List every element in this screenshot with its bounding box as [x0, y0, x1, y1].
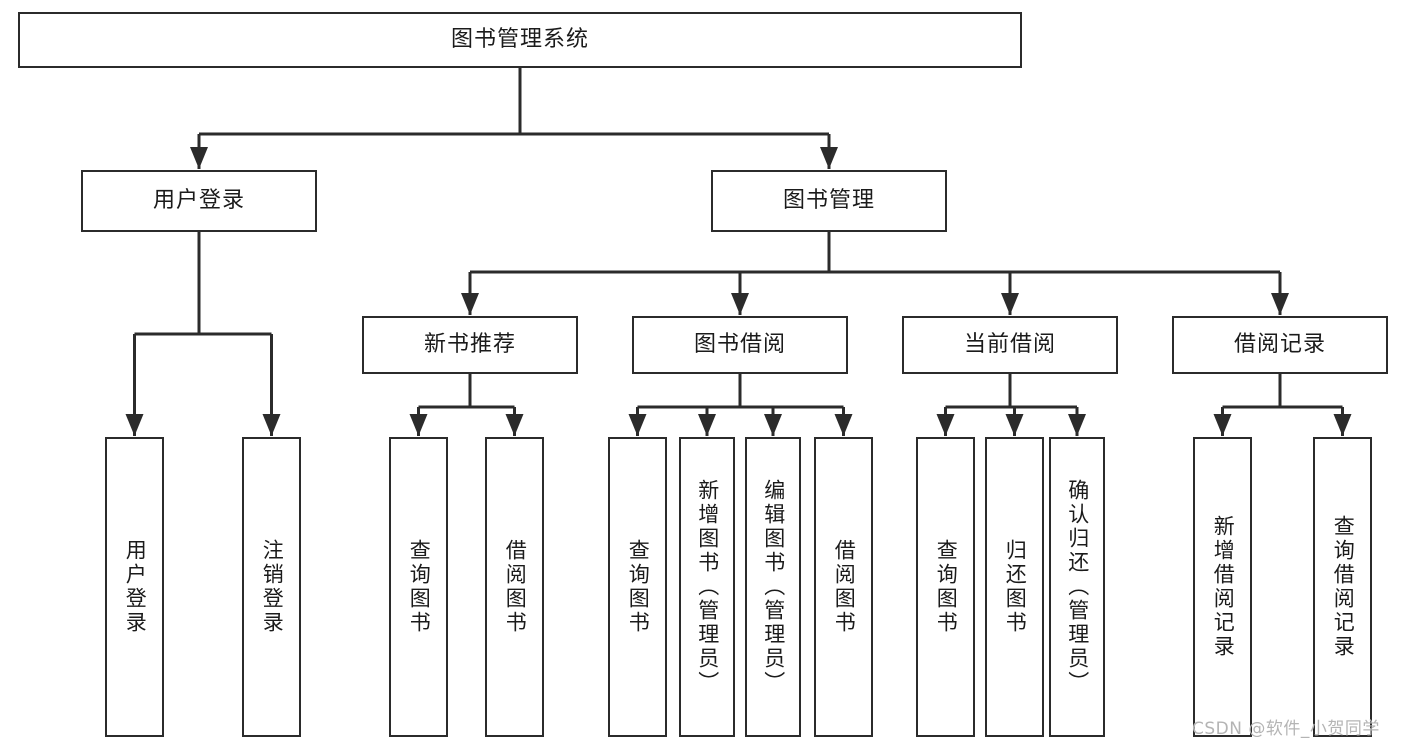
node-label: 借阅图书: [832, 539, 857, 635]
node-borrow-records[interactable]: 借阅记录: [1172, 316, 1388, 374]
leaf-borrow-edit-book-admin[interactable]: 编辑图书（管理员）: [745, 437, 801, 737]
node-new-book-recommend[interactable]: 新书推荐: [362, 316, 578, 374]
node-label: 当前借阅: [963, 332, 1056, 357]
node-label: 编辑图书（管理员）: [761, 479, 786, 695]
node-label: 图书借阅: [693, 332, 786, 357]
node-label: 图书管理系统: [450, 27, 589, 52]
node-label: 查询图书: [407, 539, 432, 635]
node-label: 新书推荐: [423, 332, 516, 357]
node-label: 查询图书: [626, 539, 651, 635]
node-book-borrow[interactable]: 图书借阅: [632, 316, 848, 374]
leaf-current-confirm-return-admin[interactable]: 确认归还（管理员）: [1049, 437, 1105, 737]
node-label: 用户登录: [152, 188, 245, 213]
leaf-user-logout[interactable]: 注销登录: [242, 437, 301, 737]
leaf-borrow-add-book-admin[interactable]: 新增图书（管理员）: [679, 437, 735, 737]
node-label: 查询借阅记录: [1331, 515, 1356, 659]
node-root-system[interactable]: 图书管理系统: [18, 12, 1022, 68]
leaf-records-add-record[interactable]: 新增借阅记录: [1193, 437, 1252, 737]
leaf-borrow-query-book[interactable]: 查询图书: [608, 437, 667, 737]
node-label: 注销登录: [260, 539, 285, 635]
node-current-borrow[interactable]: 当前借阅: [902, 316, 1118, 374]
node-label: 图书管理: [782, 188, 875, 213]
node-label: 查询图书: [934, 539, 959, 635]
node-label: 确认归还（管理员）: [1065, 479, 1090, 695]
leaf-newbook-borrow-book[interactable]: 借阅图书: [485, 437, 544, 737]
node-label: 借阅图书: [503, 539, 528, 635]
leaf-current-query-book[interactable]: 查询图书: [916, 437, 975, 737]
node-label: 新增借阅记录: [1211, 515, 1236, 659]
node-book-management[interactable]: 图书管理: [711, 170, 947, 232]
leaf-user-login[interactable]: 用户登录: [105, 437, 164, 737]
node-label: 用户登录: [123, 539, 148, 635]
node-label: 归还图书: [1003, 539, 1028, 635]
node-label: 借阅记录: [1233, 332, 1326, 357]
leaf-newbook-query-book[interactable]: 查询图书: [389, 437, 448, 737]
node-user-login[interactable]: 用户登录: [81, 170, 317, 232]
leaf-current-return-book[interactable]: 归还图书: [985, 437, 1044, 737]
leaf-borrow-borrow-book[interactable]: 借阅图书: [814, 437, 873, 737]
leaf-records-query-record[interactable]: 查询借阅记录: [1313, 437, 1372, 737]
node-label: 新增图书（管理员）: [695, 479, 720, 695]
